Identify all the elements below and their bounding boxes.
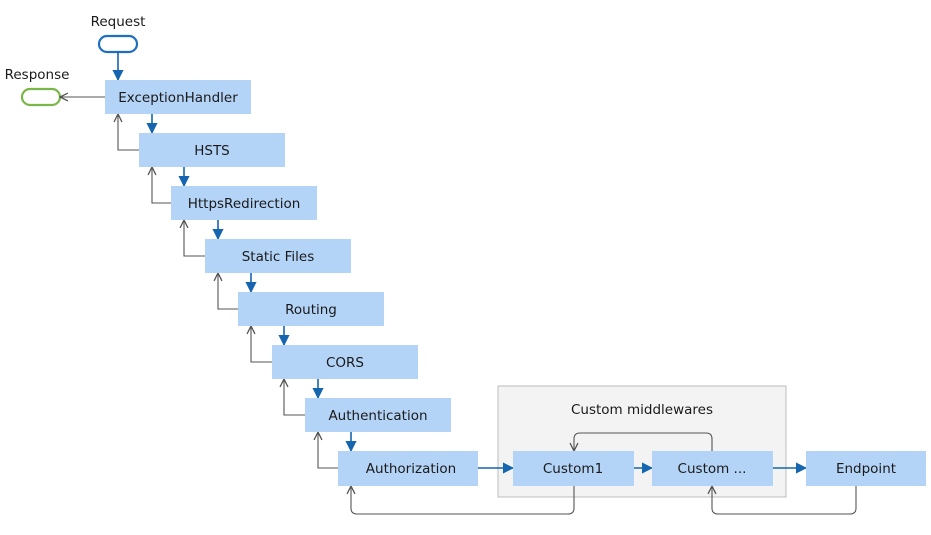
response-arrow-custom1-to-authorization xyxy=(351,485,575,515)
node-label: Custom1 xyxy=(543,461,603,477)
response-arrow-custom-to-custom1 xyxy=(574,432,713,451)
response-arrow-authentication xyxy=(284,379,305,416)
node-authentication: Authentication xyxy=(305,398,451,432)
node-label: Routing xyxy=(285,302,337,318)
request-terminal-shape xyxy=(97,34,139,54)
node-cors: CORS xyxy=(272,345,418,379)
response-arrow-endpoint-to-custom xyxy=(712,485,857,515)
node-hsts: HSTS xyxy=(139,133,285,167)
node-label: Authorization xyxy=(366,461,456,477)
response-arrow-hsts xyxy=(118,114,139,151)
response-arrow-staticfiles xyxy=(184,220,205,257)
request-label: Request xyxy=(91,14,146,30)
response-terminal-shape xyxy=(20,87,62,107)
node-label: Static Files xyxy=(242,249,315,265)
response-flow-arrows xyxy=(60,97,857,515)
request-terminal: Request xyxy=(91,14,146,54)
response-arrow-authorization xyxy=(318,432,338,469)
node-static-files: Static Files xyxy=(205,239,351,273)
node-httpsredirection: HttpsRedirection xyxy=(171,186,317,220)
node-label: ExceptionHandler xyxy=(118,90,238,106)
node-custom1: Custom1 xyxy=(513,451,634,486)
node-label: Authentication xyxy=(328,408,427,424)
node-authorization: Authorization xyxy=(338,451,478,486)
node-label: Endpoint xyxy=(836,461,896,477)
response-arrow-cors xyxy=(251,326,272,363)
node-label: HSTS xyxy=(194,143,230,159)
response-terminal: Response xyxy=(5,67,70,107)
pipeline-nodes: ExceptionHandler HSTS HttpsRedirection S… xyxy=(105,80,926,486)
request-flow-arrows xyxy=(112,52,808,474)
custom-middlewares-title: Custom middlewares xyxy=(571,402,713,418)
node-label: CORS xyxy=(326,355,364,371)
response-arrow-routing xyxy=(218,273,238,310)
response-arrow-httpsredirection xyxy=(152,167,171,204)
node-label: HttpsRedirection xyxy=(188,196,301,212)
node-label: Custom ... xyxy=(678,461,747,477)
node-custom-ellipsis: Custom ... xyxy=(652,451,773,486)
node-routing: Routing xyxy=(238,292,384,326)
response-label: Response xyxy=(5,67,70,83)
node-endpoint: Endpoint xyxy=(806,451,926,486)
node-exceptionhandler: ExceptionHandler xyxy=(105,80,251,114)
